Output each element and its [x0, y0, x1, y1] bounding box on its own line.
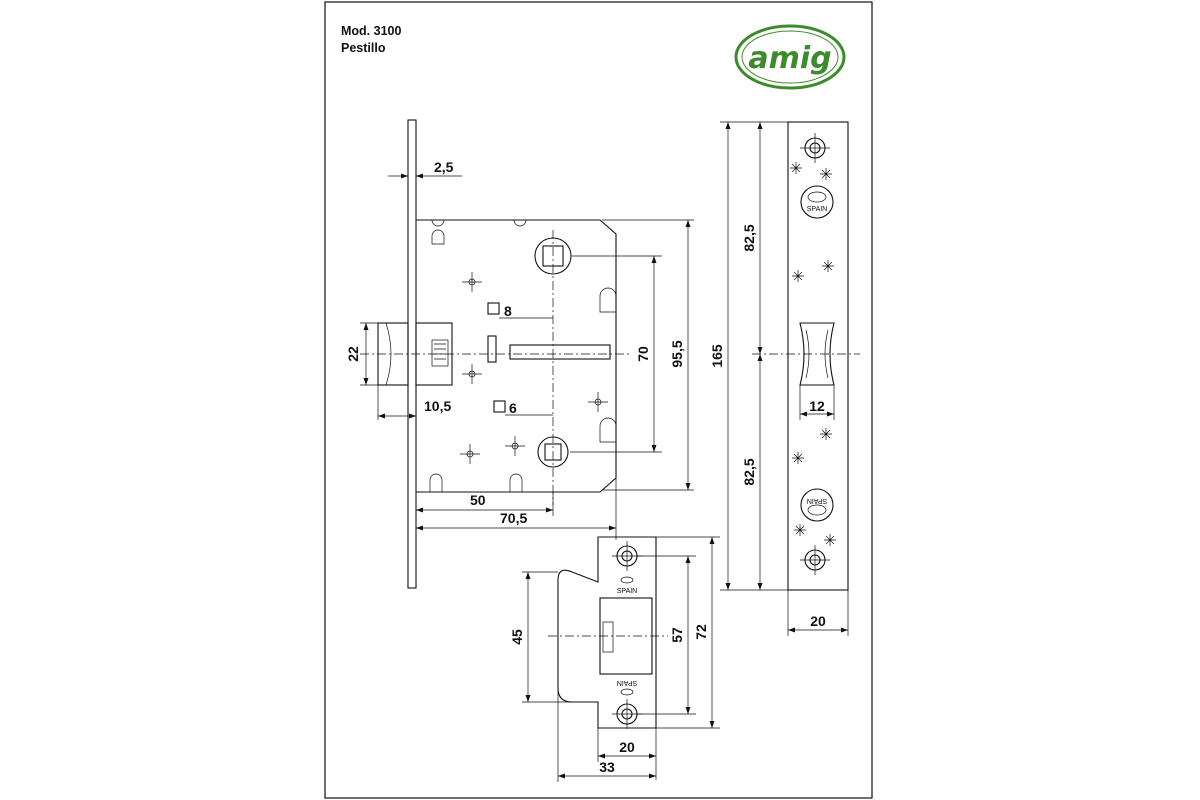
- lock-body-view: 2,5 8 22 10,5 6 70 95,5 50: [345, 119, 694, 589]
- dim-bolt-height: 22: [345, 346, 361, 362]
- logo-text: amig: [748, 41, 831, 76]
- strike-stamp-lower: SPAIN: [617, 679, 638, 696]
- faceplate-outline: [787, 121, 849, 591]
- strike-plate-outline: [557, 536, 657, 729]
- stamp-text-upper: SPAIN: [807, 206, 828, 213]
- dim-faceplate-half-lower: 82,5: [741, 458, 757, 485]
- dim-faceplate-width: 20: [810, 613, 826, 629]
- strike-stamp-text-lower: SPAIN: [617, 679, 638, 686]
- lock-type: Pestillo: [341, 41, 386, 55]
- lock-case-outline: [416, 219, 617, 493]
- dim-strike-hole-distance: 57: [669, 627, 685, 643]
- drawing-frame: [324, 1, 873, 799]
- dim-faceplate-thickness: 2,5: [434, 159, 454, 175]
- amig-logo: amig: [734, 24, 846, 90]
- dim-faceplate-half-upper: 82,5: [741, 224, 757, 251]
- dim-strike-opening: 45: [509, 629, 525, 645]
- dim-key-square: 6: [509, 400, 517, 416]
- dim-follower-square: 8: [504, 303, 512, 319]
- strike-stamp-upper: SPAIN: [617, 576, 638, 595]
- spain-stamp-lower: SPAIN: [800, 488, 834, 522]
- dim-bolt-projection: 10,5: [424, 398, 451, 414]
- model-number: Mod. 3100: [341, 24, 401, 38]
- spain-stamp-upper: SPAIN: [800, 185, 834, 219]
- dim-bolt-width: 12: [809, 398, 825, 414]
- dim-body-depth: 70,5: [500, 510, 527, 526]
- follower-square-marker: [487, 302, 500, 315]
- faceplate-front-view: SPAIN SPAIN 165 82,5 82,5 12 20: [709, 121, 860, 636]
- dim-strike-width: 20: [619, 739, 635, 755]
- tail-slot: [509, 344, 611, 360]
- strike-plate-view: SPAIN SPAIN 45 57 72 20 33: [509, 536, 720, 782]
- strike-stamp-text-upper: SPAIN: [617, 588, 638, 595]
- dim-backset: 50: [470, 492, 486, 508]
- dim-center-distance: 70: [635, 346, 651, 362]
- dim-faceplate-length: 165: [709, 344, 725, 368]
- stamp-text-lower: SPAIN: [807, 497, 828, 504]
- dim-strike-total-width: 33: [599, 759, 615, 775]
- dim-strike-length: 72: [693, 624, 709, 640]
- key-square-marker: [493, 400, 506, 413]
- dim-body-height: 95,5: [669, 340, 685, 367]
